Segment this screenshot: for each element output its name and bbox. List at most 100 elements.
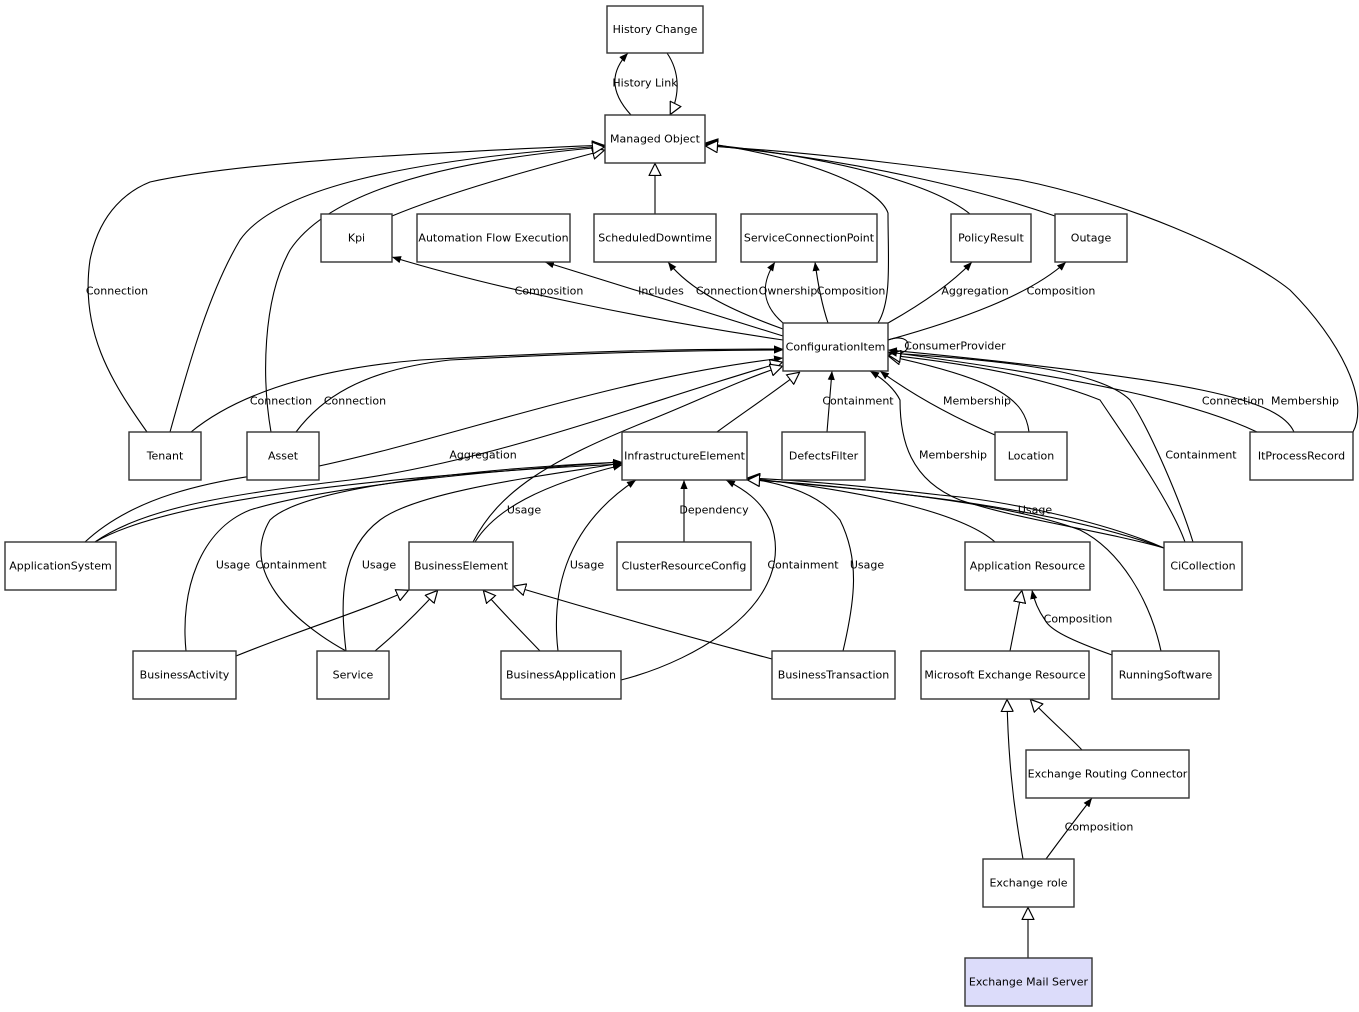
node-box[interactable] xyxy=(128,431,202,481)
edge-label: Connection xyxy=(250,395,312,408)
node-box[interactable] xyxy=(616,541,752,591)
inheritance-edge-asset-to-managed_object xyxy=(265,147,605,433)
node-label: ConfigurationItem xyxy=(786,341,886,354)
node-tenant[interactable]: Tenant xyxy=(128,431,202,481)
node-asset[interactable]: Asset xyxy=(246,431,320,481)
node-box[interactable] xyxy=(246,431,320,481)
association-edge-configuration_item-to-kpi xyxy=(391,256,784,341)
node-policy-result[interactable]: PolicyResult xyxy=(950,213,1032,263)
node-exchange-role[interactable]: Exchange role xyxy=(982,858,1075,908)
node-service[interactable]: Service xyxy=(316,650,390,700)
node-application-system[interactable]: ApplicationSystem xyxy=(4,541,117,591)
edge-label: History Link xyxy=(612,77,678,90)
node-application-resource[interactable]: Application Resource xyxy=(964,541,1091,591)
node-infrastructure-element[interactable]: InfrastructureElement xyxy=(621,431,748,481)
edge-label: Containment xyxy=(1165,449,1237,462)
node-kpi[interactable]: Kpi xyxy=(320,213,393,263)
association-edge-configuration_item-to-scheduled_downtime xyxy=(667,261,784,330)
node-box[interactable] xyxy=(320,213,393,263)
node-box[interactable] xyxy=(1111,650,1220,700)
node-business-element[interactable]: BusinessElement xyxy=(408,541,514,591)
node-box[interactable] xyxy=(132,650,237,700)
edge-label: Includes xyxy=(638,285,684,298)
node-label: Kpi xyxy=(348,232,365,245)
association-edge-configuration_item-to-automation_flow_execution xyxy=(544,261,784,337)
node-box[interactable] xyxy=(950,213,1032,263)
node-business-transaction[interactable]: BusinessTransaction xyxy=(771,650,896,700)
node-label: RunningSoftware xyxy=(1119,669,1213,682)
association-edge-application_system-to-configuration_item xyxy=(84,355,784,543)
node-box[interactable] xyxy=(316,650,390,700)
node-box[interactable] xyxy=(1163,541,1243,591)
association-edge-configuration_item-to-service_connection_point xyxy=(812,261,829,324)
node-box[interactable] xyxy=(1249,431,1354,481)
node-exchange-mail-server[interactable]: Exchange Mail Server xyxy=(964,957,1093,1007)
node-outage[interactable]: Outage xyxy=(1054,213,1128,263)
node-box[interactable] xyxy=(740,213,878,263)
edge-label: Composition xyxy=(1027,285,1096,298)
node-cluster-resource-config[interactable]: ClusterResourceConfig xyxy=(616,541,752,591)
node-location[interactable]: Location xyxy=(994,431,1068,481)
node-automation-flow-execution[interactable]: Automation Flow Execution xyxy=(416,213,571,263)
node-configuration-item[interactable]: ConfigurationItem xyxy=(782,322,889,372)
node-label: ItProcessRecord xyxy=(1258,450,1345,463)
node-box[interactable] xyxy=(781,431,866,481)
edge-label: Connection xyxy=(1202,395,1264,408)
inheritance-edge-business_transaction-to-business_element xyxy=(513,586,773,660)
node-box[interactable] xyxy=(416,213,571,263)
node-managed-object[interactable]: Managed Object xyxy=(604,114,706,164)
node-label: ServiceConnectionPoint xyxy=(744,232,875,245)
node-box[interactable] xyxy=(621,431,748,481)
edge-label: Containment xyxy=(255,559,327,572)
node-business-activity[interactable]: BusinessActivity xyxy=(132,650,237,700)
inheritance-edge-kpi-to-managed_object xyxy=(391,150,605,217)
association-edge-it_process_record-to-configuration_item xyxy=(887,347,1295,433)
node-label: Exchange Mail Server xyxy=(969,976,1089,989)
node-service-connection-point[interactable]: ServiceConnectionPoint xyxy=(740,213,878,263)
node-business-application[interactable]: BusinessApplication xyxy=(500,650,622,700)
association-edge-asset-to-configuration_item xyxy=(295,346,784,433)
association-edge-business_application-to-infrastructure_element xyxy=(555,479,637,652)
node-box[interactable] xyxy=(1025,749,1190,799)
edge-label: Usage xyxy=(362,559,397,572)
node-box[interactable] xyxy=(1054,213,1128,263)
association-edge-service-to-infrastructure_element xyxy=(342,460,623,652)
edge-label: Composition xyxy=(1044,613,1113,626)
node-running-software[interactable]: RunningSoftware xyxy=(1111,650,1220,700)
node-scheduled-downtime[interactable]: ScheduledDowntime xyxy=(593,213,717,263)
node-box[interactable] xyxy=(994,431,1068,481)
node-box[interactable] xyxy=(606,5,704,54)
node-box[interactable] xyxy=(408,541,514,591)
edge-label: Dependency xyxy=(679,504,749,517)
node-box[interactable] xyxy=(604,114,706,164)
node-label: ApplicationSystem xyxy=(9,560,111,573)
edge-label: Composition xyxy=(515,285,584,298)
node-label: ClusterResourceConfig xyxy=(622,560,747,573)
node-box[interactable] xyxy=(500,650,622,700)
node-box[interactable] xyxy=(782,322,889,372)
node-box[interactable] xyxy=(920,650,1090,700)
inheritance-edge-application_resource-to-infrastructure_element xyxy=(747,478,996,543)
node-box[interactable] xyxy=(593,213,717,263)
node-box[interactable] xyxy=(982,858,1075,908)
node-label: PolicyResult xyxy=(958,232,1024,245)
node-box[interactable] xyxy=(4,541,117,591)
node-history-change[interactable]: History Change xyxy=(606,5,704,54)
node-label: BusinessTransaction xyxy=(778,669,889,682)
association-edge-configuration_item-to-outage xyxy=(887,261,1067,341)
inheritance-edge-service-to-business_element xyxy=(374,590,438,652)
edge-label: Containment xyxy=(767,559,839,572)
node-box[interactable] xyxy=(771,650,896,700)
node-box[interactable] xyxy=(964,957,1093,1007)
association-edge-service-to-infrastructure_element xyxy=(260,458,623,652)
node-box[interactable] xyxy=(964,541,1091,591)
node-ci-collection[interactable]: CiCollection xyxy=(1163,541,1243,591)
node-exchange-routing-connector[interactable]: Exchange Routing Connector xyxy=(1025,749,1190,799)
association-edge-tenant-to-managed_object xyxy=(87,141,606,433)
association-edge-business_application-to-infrastructure_element xyxy=(620,479,776,681)
edge-label: Connection xyxy=(86,285,148,298)
node-it-process-record[interactable]: ItProcessRecord xyxy=(1249,431,1354,481)
node-microsoft-exchange-resource[interactable]: Microsoft Exchange Resource xyxy=(920,650,1090,700)
node-defects-filter[interactable]: DefectsFilter xyxy=(781,431,866,481)
